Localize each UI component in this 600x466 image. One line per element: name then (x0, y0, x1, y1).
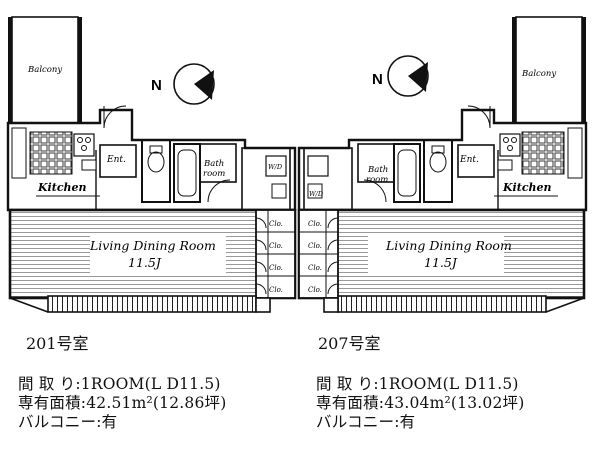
room-labels-207: Balcony Ent. Kitchen Bath room W/D Livin… (308, 69, 556, 294)
layout-info: 間 取 り:1ROOM(L D11.5) (18, 375, 221, 393)
unit-info-207: 間 取 り:1ROOM(L D11.5) 専有面積:43.04m²(13.02坪… (316, 375, 524, 432)
closet-label: Clo. (269, 286, 283, 294)
living-size-label: 11.5J (128, 255, 162, 270)
layout-info: 間 取 り:1ROOM(L D11.5) (316, 375, 519, 393)
area-info: 専有面積:42.51m²(12.86坪) (18, 394, 227, 412)
closet-label: Clo. (308, 264, 322, 272)
north-compass-icon: N (372, 55, 429, 97)
bath-label-line2: room (203, 169, 225, 179)
balcony-label: Balcony (27, 65, 62, 75)
closet-label: Clo. (269, 242, 283, 250)
north-label: N (151, 77, 162, 94)
entrance-label: Ent. (459, 155, 479, 165)
balcony-label: Balcony (521, 69, 556, 79)
north-compass-icon: N (151, 63, 215, 105)
washer-label: W/D (309, 190, 324, 198)
closet-label: Clo. (269, 264, 283, 272)
unit-info-201: 間 取 り:1ROOM(L D11.5) 専有面積:42.51m²(12.86坪… (18, 375, 226, 432)
balcony-info: バルコニー:有 (316, 413, 416, 431)
closet-label: Clo. (308, 242, 322, 250)
kitchen-label: Kitchen (502, 181, 552, 194)
closet-label: Clo. (308, 220, 322, 228)
living-size-label: 11.5J (424, 255, 458, 270)
bath-label-line1: Bath (367, 165, 388, 175)
closet-label: Clo. (269, 220, 283, 228)
entrance-label: Ent. (106, 155, 126, 165)
washer-label: W/D (268, 163, 283, 171)
bath-label-line1: Bath (203, 159, 224, 169)
unit-title-207: 207号室 (318, 334, 381, 353)
north-label: N (372, 71, 383, 88)
living-dining-label: Living Dining Room (89, 238, 216, 253)
balcony-info: バルコニー:有 (18, 413, 118, 431)
area-info: 専有面積:43.04m²(13.02坪) (316, 394, 525, 412)
closet-label: Clo. (308, 286, 322, 294)
kitchen-label: Kitchen (37, 181, 87, 194)
room-labels-201: Balcony Ent. Kitchen Bath room W/D Livin… (27, 65, 283, 294)
unit-title-201: 201号室 (26, 334, 89, 353)
bath-label-line2: room (366, 175, 388, 185)
living-dining-label: Living Dining Room (385, 238, 512, 253)
